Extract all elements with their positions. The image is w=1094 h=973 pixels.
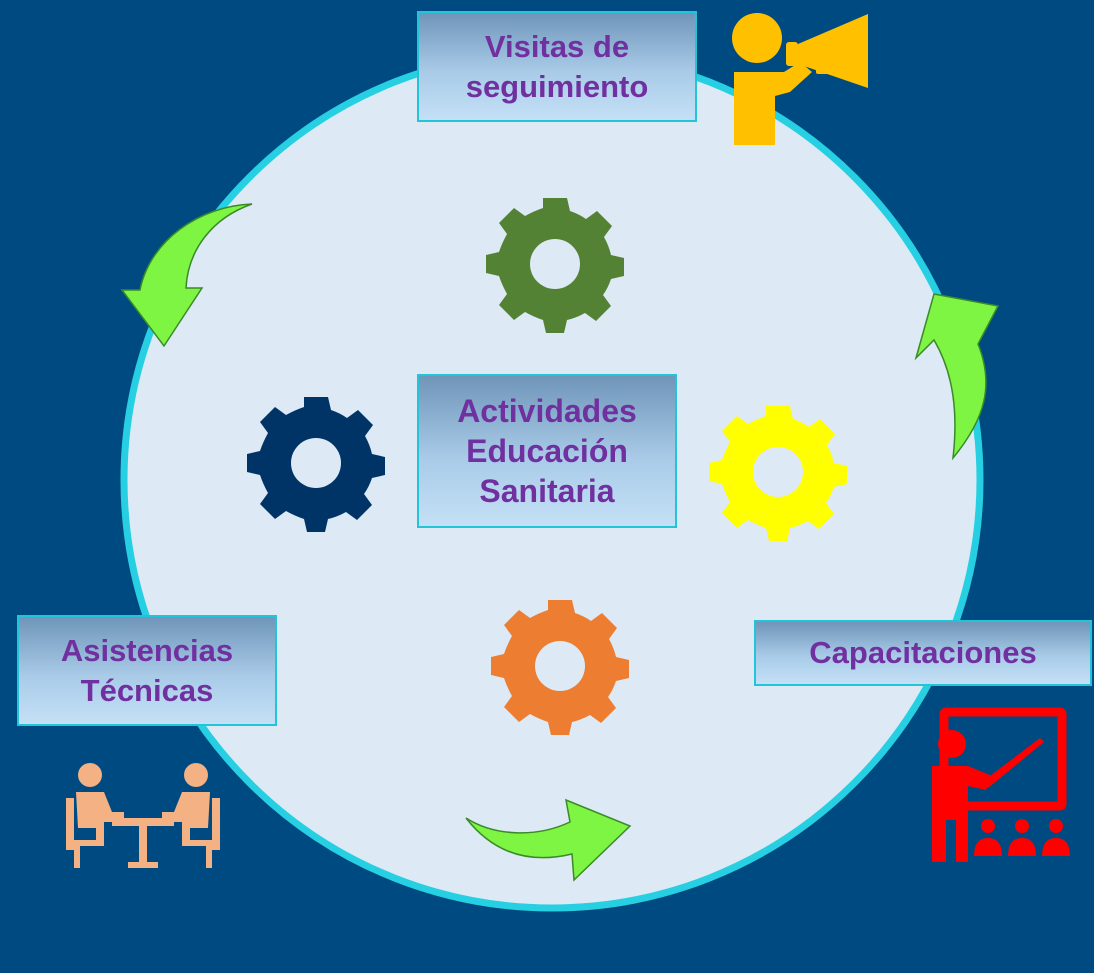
curved-arrow-icon (465, 798, 632, 882)
curved-arrow-icon (914, 293, 1000, 461)
meeting-table-icon (66, 763, 220, 868)
left-label-box: Asistencias Técnicas (17, 615, 277, 726)
center-label-line3: Sanitaria (479, 473, 615, 510)
gear-icon (709, 406, 847, 541)
gear-icon (247, 397, 385, 532)
megaphone-person-icon (732, 13, 868, 145)
curved-arrow-icon (120, 203, 253, 348)
center-label-line2: Educación (466, 432, 628, 469)
center-label-box: Actividades Educación Sanitaria (417, 374, 677, 528)
left-label-line1: Asistencias (60, 633, 234, 669)
top-label-line1: Visitas de (484, 29, 630, 65)
gear-icon (486, 198, 624, 333)
left-label-line2: Técnicas (80, 672, 214, 708)
center-label-line1: Actividades (457, 392, 637, 429)
gear-icon (491, 600, 629, 735)
top-label-box: Visitas de seguimiento (417, 11, 697, 122)
right-label-box: Capacitaciones (754, 620, 1092, 686)
right-label: Capacitaciones (809, 635, 1037, 671)
teacher-board-icon (932, 707, 1070, 862)
top-label-line2: seguimiento (465, 68, 649, 104)
